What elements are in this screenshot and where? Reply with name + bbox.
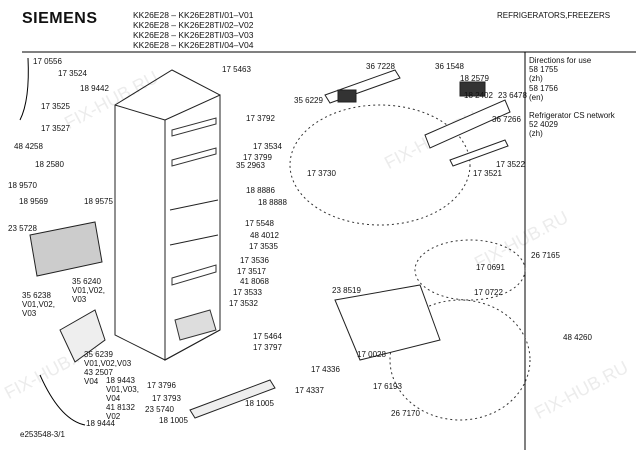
model-line: KK26E28 – KK26E28TI/03–V03 xyxy=(133,30,254,40)
model-line: KK26E28 – KK26E28TI/04–V04 xyxy=(133,40,254,50)
side-line: 52 4029 xyxy=(529,120,558,130)
part-number-label: 35 6240 V01,V02, V03 xyxy=(72,277,105,304)
fridge-shelves xyxy=(171,117,217,341)
part-number-label: 17 5463 xyxy=(222,65,251,74)
part-number-label: 18 8886 xyxy=(246,186,275,195)
spacer xyxy=(529,102,615,111)
part-number-label: 18 9569 xyxy=(19,197,48,206)
part-number-label: 17 3799 xyxy=(243,153,272,162)
part-number-label: 18 1005 xyxy=(245,399,274,408)
part-number-label: 18 2402 xyxy=(464,91,493,100)
part-number-label: 35 6229 xyxy=(294,96,323,105)
part-number-label: 18 9444 xyxy=(86,419,115,428)
part-number-label: 18 2579 xyxy=(460,74,489,83)
part-number-label: 41 8068 xyxy=(240,277,269,286)
part-number-label: 18 9442 xyxy=(80,84,109,93)
side-line: (zh) xyxy=(529,74,543,84)
part-number-label: 35 2963 xyxy=(236,161,265,170)
part-number-label: 17 0722 xyxy=(474,288,503,297)
part-number-label: 17 3793 xyxy=(152,394,181,403)
part-number-label: 35 6239 V01,V02,V03 43 2507 V04 xyxy=(84,350,132,386)
part-number-label: 17 3527 xyxy=(41,124,70,133)
side-line: 58 1755 xyxy=(529,65,558,75)
part-number-label: 17 3524 xyxy=(58,69,87,78)
part-number-label: 17 4336 xyxy=(311,365,340,374)
fridge-cabinet xyxy=(114,69,221,361)
part-number-label: 17 3797 xyxy=(253,343,282,352)
fan-group-outline xyxy=(289,104,471,226)
wiring-harness xyxy=(39,374,86,426)
side-info: Directions for use 58 1755 (zh) 58 1756 … xyxy=(529,56,615,139)
part-number-label: 18 2580 xyxy=(35,160,64,169)
part-number-label: 17 3522 xyxy=(496,160,525,169)
part-number-label: 17 3521 xyxy=(473,169,502,178)
part-number-label: 48 4012 xyxy=(250,231,279,240)
motor-group-outline xyxy=(389,299,531,421)
part-number-label: 17 5548 xyxy=(245,219,274,228)
part-number-label: 36 7266 xyxy=(492,115,521,124)
part-number-label: 48 4260 xyxy=(563,333,592,342)
part-number-label: 23 5740 xyxy=(145,405,174,414)
part-number-label: 17 3796 xyxy=(147,381,176,390)
part-number-label: 17 3517 xyxy=(237,267,266,276)
part-number-label: 17 4337 xyxy=(295,386,324,395)
model-line: KK26E28 – KK26E28TI/02–V02 xyxy=(133,20,254,30)
document-id: e253548-3/1 xyxy=(20,430,65,439)
valve-group-outline xyxy=(414,239,526,301)
brand-logo: SIEMENS xyxy=(22,10,98,27)
part-number-label: 18 1005 xyxy=(159,416,188,425)
part-number-label: 35 6238 V01,V02, V03 xyxy=(22,291,55,318)
part-number-label: 18 9575 xyxy=(84,197,113,206)
part-number-label: 48 4258 xyxy=(14,142,43,151)
part-number-label: 26 7170 xyxy=(391,409,420,418)
side-line: Directions for use xyxy=(529,56,592,65)
part-number-label: 17 3535 xyxy=(249,242,278,251)
part-number-label: 17 3730 xyxy=(307,169,336,178)
part-number-label: 18 8888 xyxy=(258,198,287,207)
part-number-label: 17 3533 xyxy=(233,288,262,297)
base-grille xyxy=(189,379,276,419)
part-number-label: 17 3536 xyxy=(240,256,269,265)
part-number-label: 17 3534 xyxy=(253,142,282,151)
side-line: (en) xyxy=(529,92,544,102)
side-line: Refrigerator CS network xyxy=(529,111,615,121)
part-number-label: 17 3532 xyxy=(229,299,258,308)
part-number-label: 17 0028 xyxy=(357,350,386,359)
side-line: (zh) xyxy=(529,129,543,139)
side-line: 58 1756 xyxy=(529,83,558,93)
part-number-label: 17 0556 xyxy=(33,57,62,66)
part-number-label: 18 9443 V01,V03, V04 41 8132 V02 xyxy=(106,376,139,421)
power-cable xyxy=(19,57,29,121)
control-panel xyxy=(324,69,511,167)
part-number-label: 17 3792 xyxy=(246,114,275,123)
crisper-drawer xyxy=(59,309,106,363)
evaporator-tray xyxy=(334,284,441,361)
part-number-label: 23 8519 xyxy=(332,286,361,295)
part-number-label: 18 9570 xyxy=(8,181,37,190)
condenser xyxy=(29,221,103,277)
model-line: KK26E28 – KK26E28TI/01–V01 xyxy=(133,10,254,20)
part-number-label: 23 5728 xyxy=(8,224,37,233)
part-number-label: 17 6193 xyxy=(373,382,402,391)
part-number-label: 36 7228 xyxy=(366,62,395,71)
part-number-label: 17 3525 xyxy=(41,102,70,111)
part-number-label: 17 5464 xyxy=(253,332,282,341)
part-number-label: 23 6478 xyxy=(498,91,527,100)
part-number-label: 17 0691 xyxy=(476,263,505,272)
part-number-label: 26 7165 xyxy=(531,251,560,260)
model-list: KK26E28 – KK26E28TI/01–V01 KK26E28 – KK2… xyxy=(133,10,254,50)
part-number-label: 36 1548 xyxy=(435,62,464,71)
category-title: REFRIGERATORS,FREEZERS xyxy=(497,11,611,20)
